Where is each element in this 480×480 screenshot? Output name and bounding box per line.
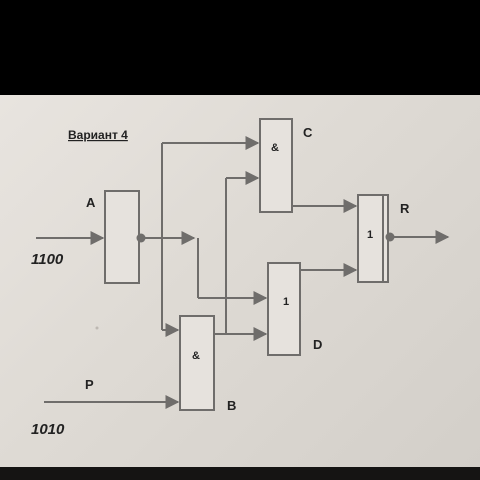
gate-b-label: B [227,398,236,413]
paper-sheet [0,95,480,467]
input-p-value: 1010 [31,421,65,438]
paper-speck [95,326,99,330]
dark-background-top [0,0,480,95]
gate-r-symbol: 1 [367,229,373,241]
gate-c [259,118,293,213]
gate-d-label: D [313,337,322,352]
inverter-bubble-r [385,232,395,242]
gate-d-symbol: 1 [283,296,289,308]
table-surface [0,467,480,480]
variant-title: Вариант 4 [68,128,128,142]
input-p-label: P [85,377,94,392]
gate-d [267,262,301,356]
gate-b-symbol: & [192,350,200,362]
gate-a [104,190,140,284]
gate-c-label: C [303,125,313,140]
output-r-label: R [400,201,410,216]
gate-c-symbol: & [271,142,279,154]
gate-b [179,315,215,411]
input-a-value: 1100 [31,251,64,268]
inverter-bubble-a [136,233,146,243]
input-a-label: A [86,195,96,210]
